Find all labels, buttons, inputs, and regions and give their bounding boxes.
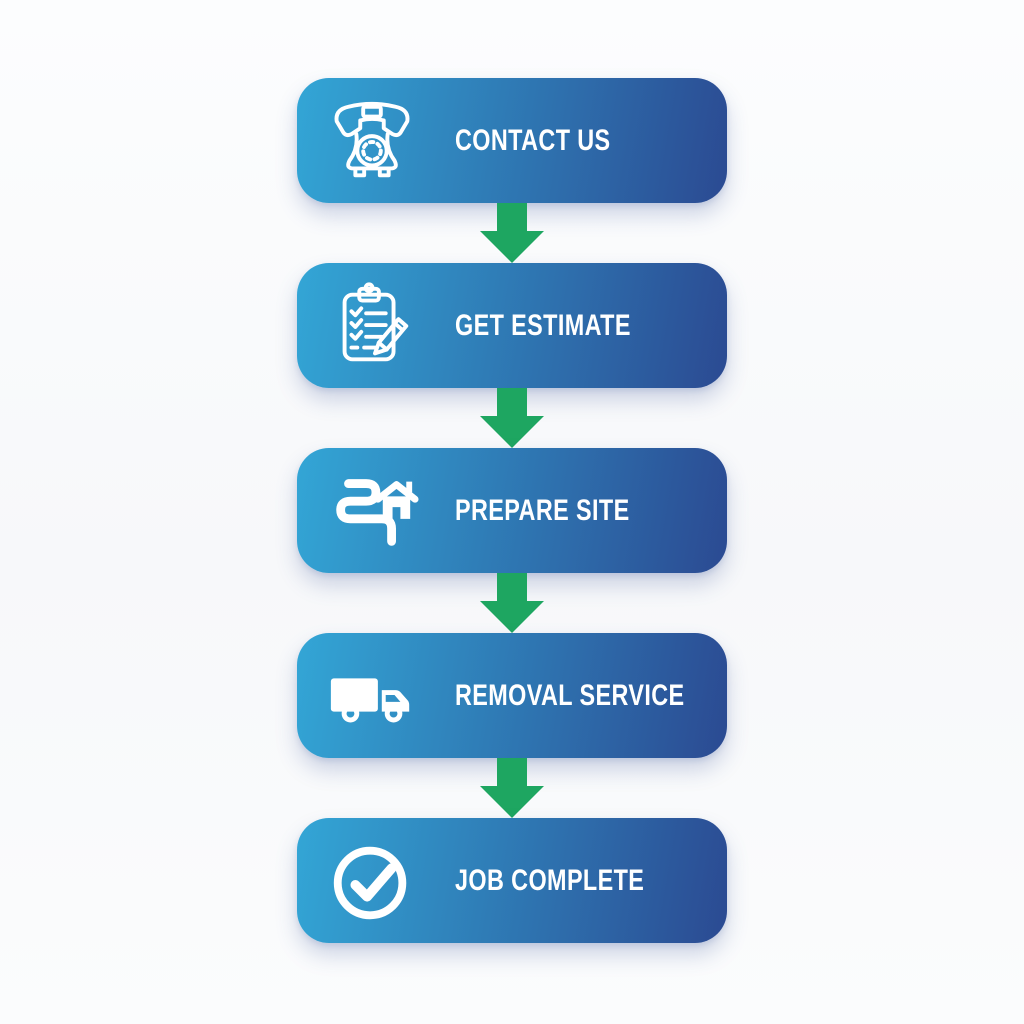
down-arrow — [480, 758, 544, 818]
arrow-stem — [497, 388, 527, 416]
road-house-icon — [325, 464, 419, 558]
step-label: REMOVAL SERVICE — [455, 678, 685, 712]
step-label: GET ESTIMATE — [455, 308, 631, 342]
arrow-stem — [497, 573, 527, 601]
step-contact-us: CONTACT US — [297, 78, 727, 203]
arrow-head — [480, 601, 544, 633]
phone-icon — [325, 94, 419, 188]
arrow-stem — [497, 758, 527, 786]
arrow-head — [480, 416, 544, 448]
down-arrow — [480, 203, 544, 263]
step-label: JOB COMPLETE — [455, 863, 645, 897]
down-arrow — [480, 388, 544, 448]
step-label: CONTACT US — [455, 123, 611, 157]
arrow-stem — [497, 203, 527, 231]
step-job-complete: JOB COMPLETE — [297, 818, 727, 943]
process-flow: CONTACT US — [297, 78, 727, 943]
step-label: PREPARE SITE — [455, 493, 630, 527]
arrow-head — [480, 231, 544, 263]
step-prepare-site: PREPARE SITE — [297, 448, 727, 573]
step-get-estimate: GET ESTIMATE — [297, 263, 727, 388]
step-removal-service: REMOVAL SERVICE — [297, 633, 727, 758]
down-arrow — [480, 573, 544, 633]
clipboard-checklist-icon — [325, 279, 419, 373]
check-circle-icon — [325, 834, 419, 928]
truck-icon — [325, 649, 419, 743]
arrow-head — [480, 786, 544, 818]
